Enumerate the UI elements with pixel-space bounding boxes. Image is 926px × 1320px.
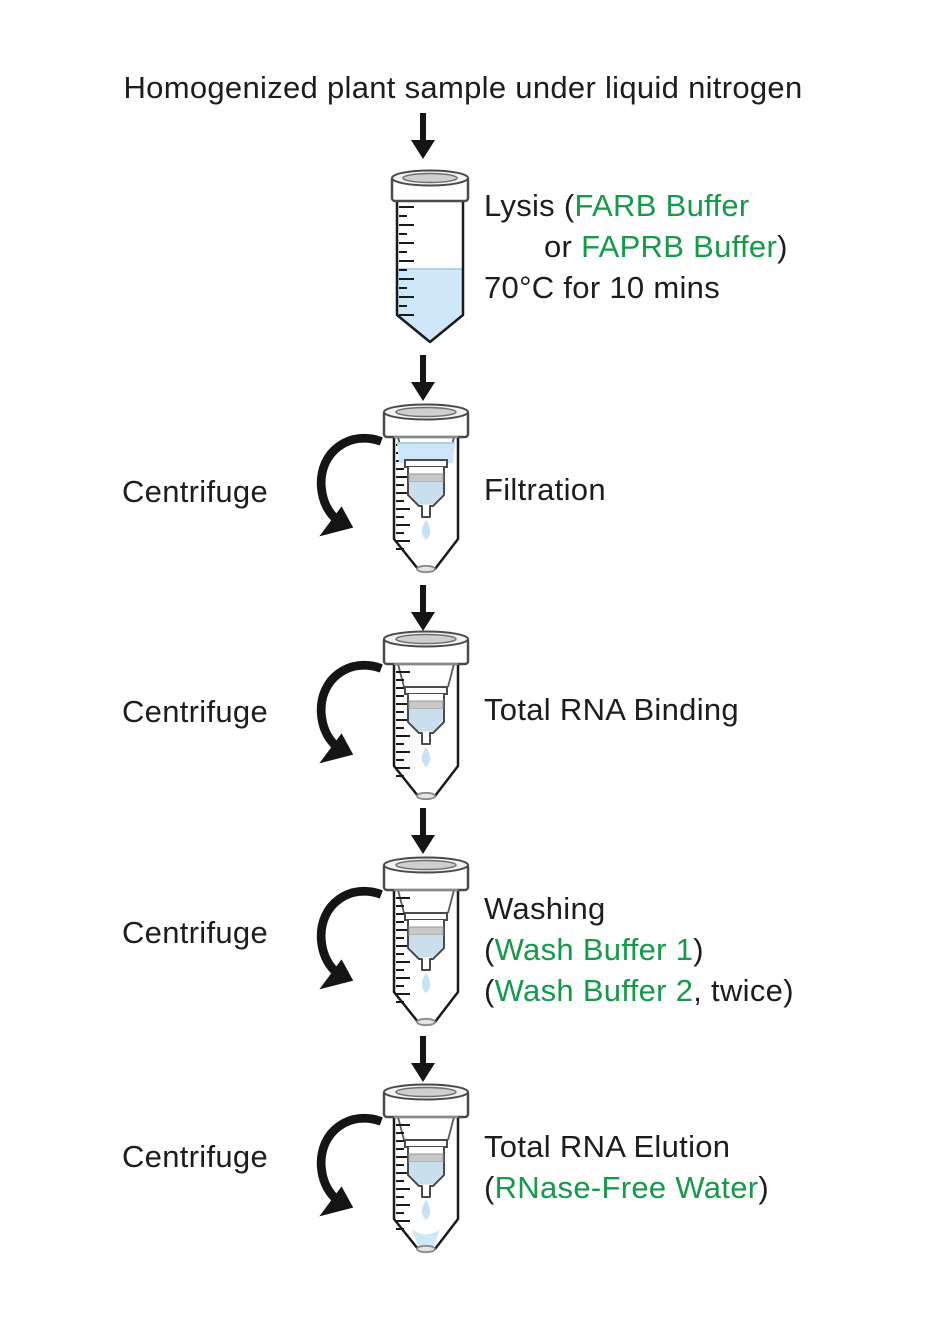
down-arrow-icon (411, 1036, 435, 1082)
centrifuge-label: Centrifuge (121, 1139, 269, 1174)
step-label-elution: Total RNA Elution (RNase-Free Water) (484, 1129, 770, 1205)
elution-tube-icon (382, 1083, 470, 1254)
down-arrow-icon (411, 808, 435, 854)
binding-tube-icon (382, 630, 470, 801)
page-title: Homogenized plant sample under liquid ni… (123, 70, 803, 105)
filtration-tube-icon (382, 403, 470, 574)
centrifuge-rotation-arrow-icon (298, 430, 390, 542)
centrifuge-label: Centrifuge (121, 915, 269, 950)
centrifuge-label: Centrifuge (121, 474, 269, 509)
down-arrow-icon (411, 585, 435, 631)
step-label-filtration: Filtration (484, 472, 606, 507)
washing-tube-icon (382, 856, 470, 1027)
centrifuge-rotation-arrow-icon (298, 883, 390, 995)
step-label-binding: Total RNA Binding (484, 692, 739, 727)
centrifuge-label: Centrifuge (121, 694, 269, 729)
step-label-lysis: Lysis (FARB Buffer or FAPRB Buffer) 70°C… (484, 188, 788, 305)
down-arrow-icon (411, 355, 435, 401)
centrifuge-rotation-arrow-icon (298, 1110, 390, 1222)
centrifuge-rotation-arrow-icon (298, 657, 390, 769)
down-arrow-icon (411, 113, 435, 159)
step-label-washing: Washing (Wash Buffer 1) (Wash Buffer 2, … (484, 891, 794, 1008)
lysis-tube-icon (390, 169, 470, 344)
